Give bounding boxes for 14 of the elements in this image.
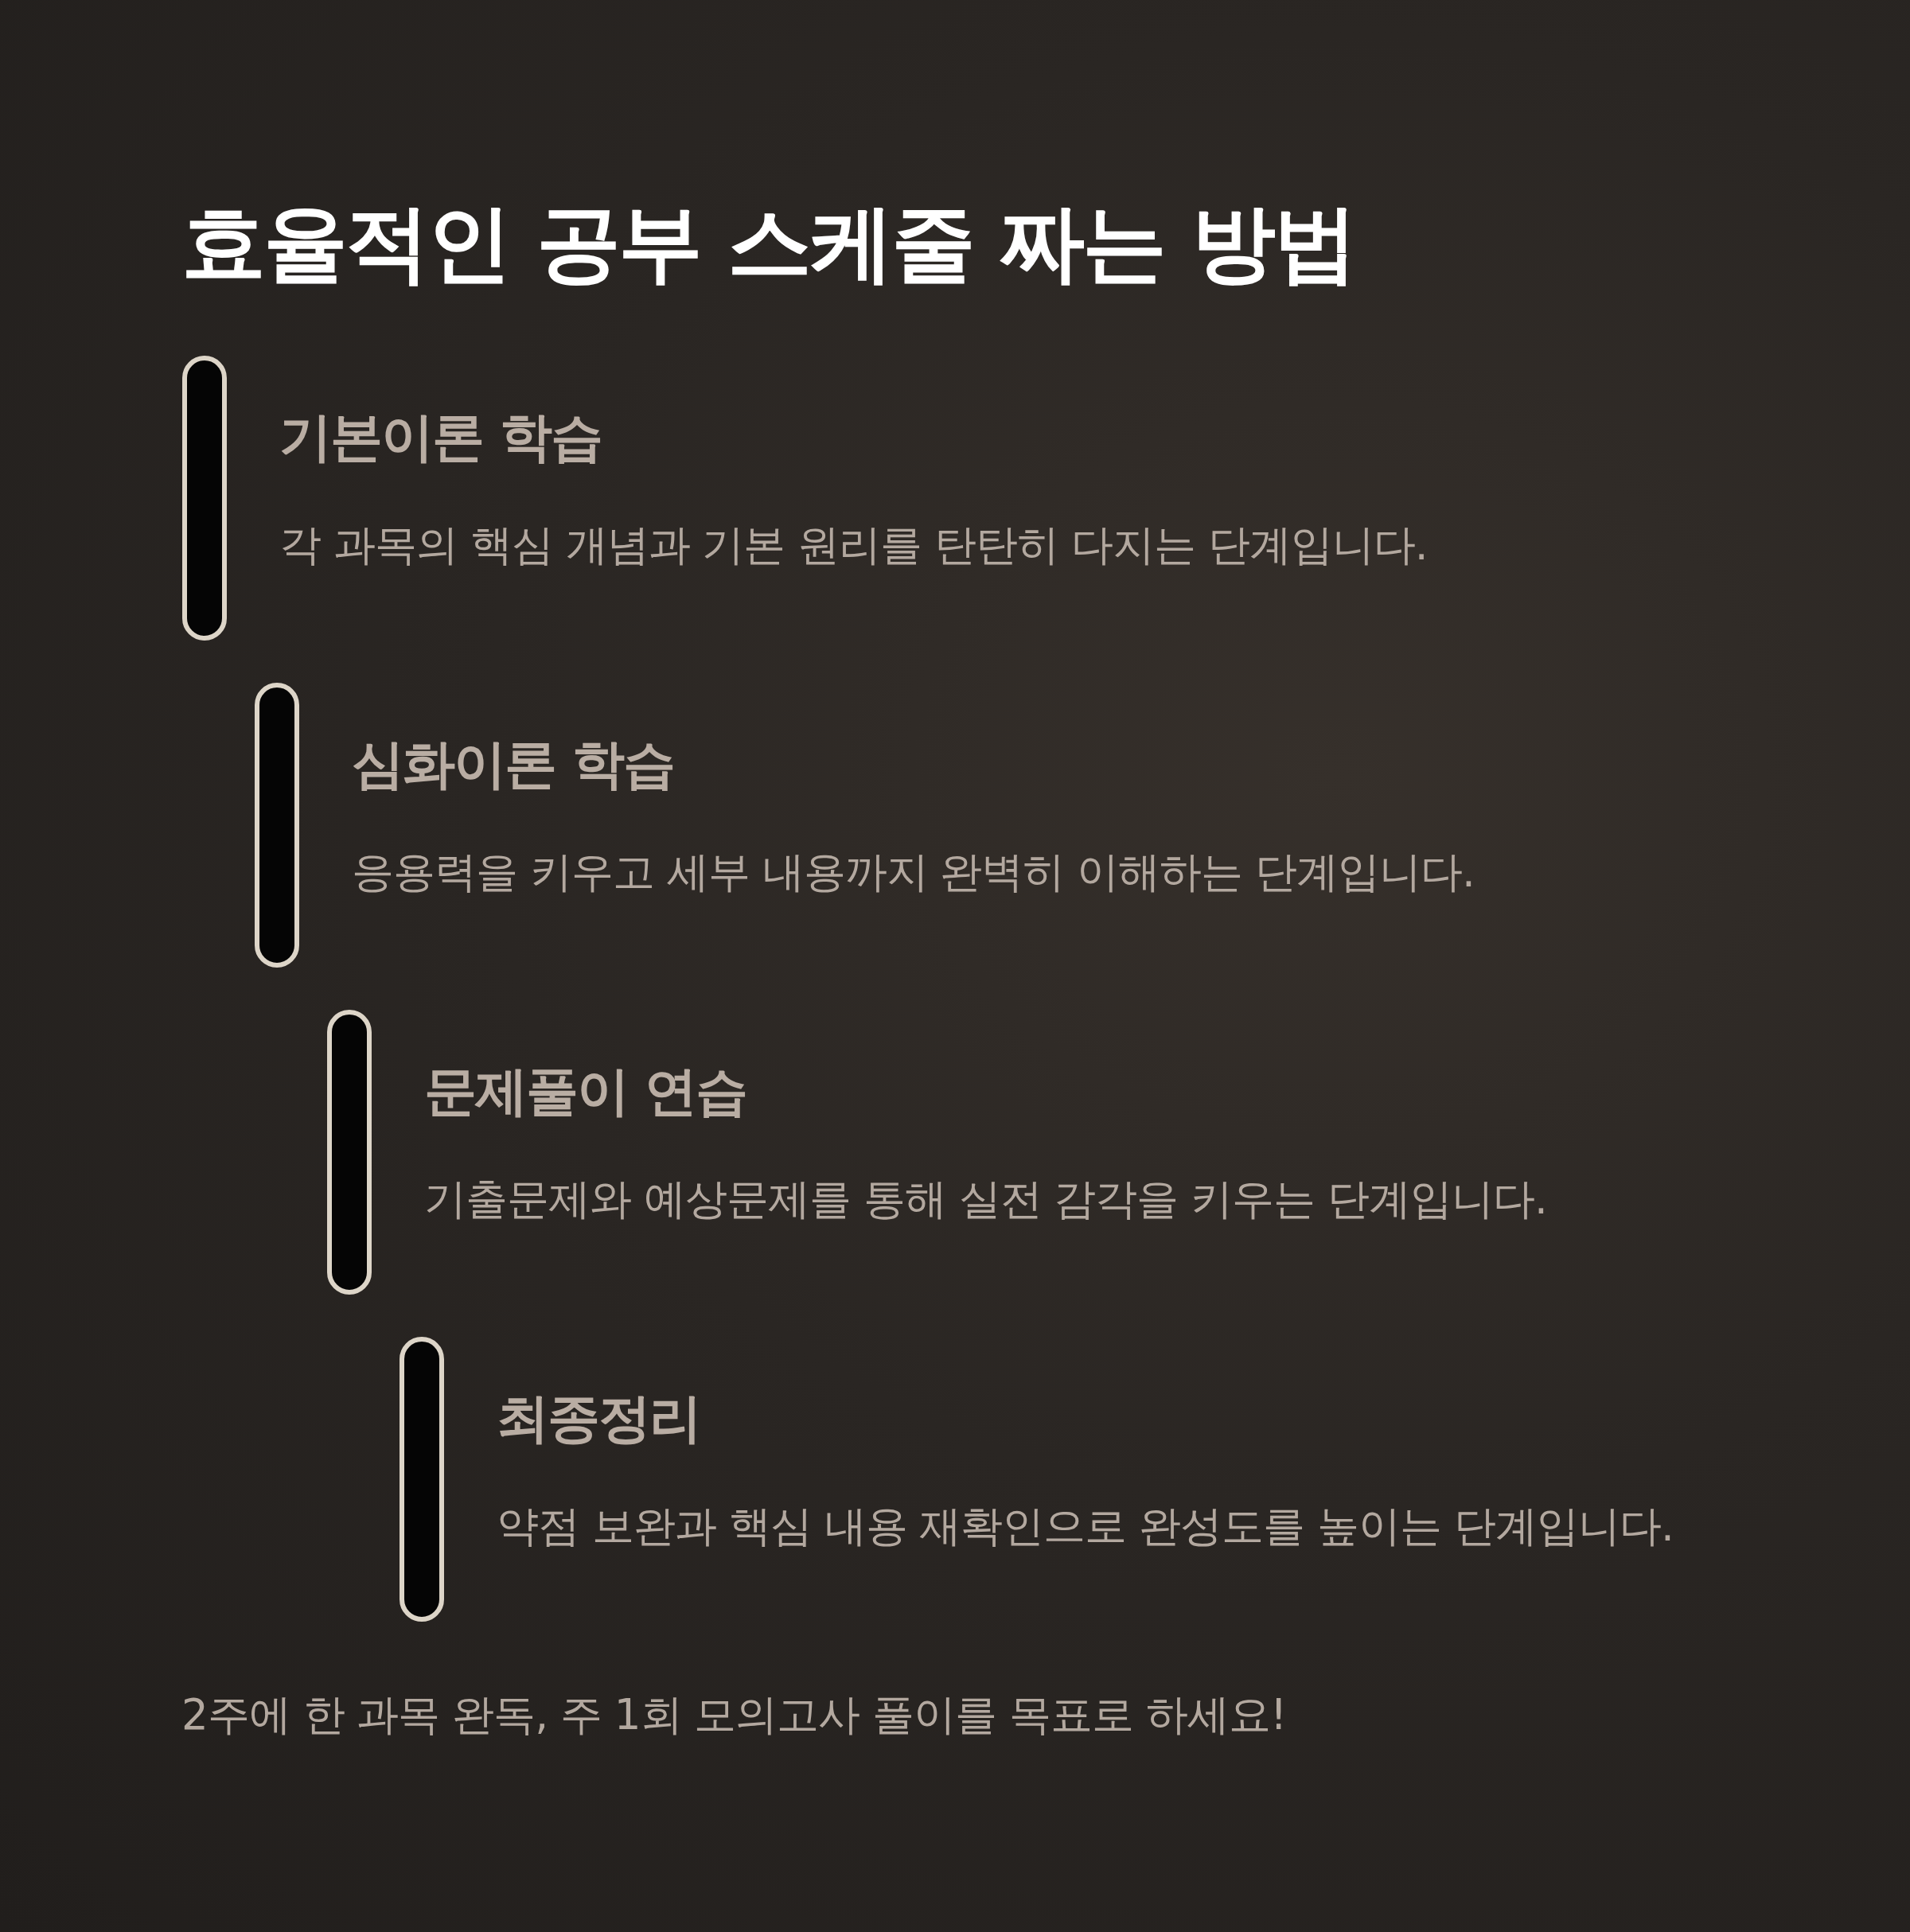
step-marker-bar bbox=[400, 1337, 444, 1622]
step-heading: 문제풀이 연습 bbox=[424, 1060, 746, 1124]
step-marker-bar bbox=[255, 683, 299, 968]
step-heading: 심화이론 학습 bbox=[352, 733, 674, 797]
title: 효율적인 공부 스케줄 짜는 방법 bbox=[181, 193, 1355, 294]
footer-note: 2주에 한 과목 완독, 주 1회 모의고사 풀이를 목표로 하세요! bbox=[181, 1689, 1287, 1740]
step-marker-bar bbox=[327, 1010, 372, 1295]
step-description: 약점 보완과 핵심 내용 재확인으로 완성도를 높이는 단계입니다. bbox=[497, 1501, 1674, 1552]
step-heading: 기본이론 학습 bbox=[279, 406, 602, 469]
step-description: 기출문제와 예상문제를 통해 실전 감각을 키우는 단계입니다. bbox=[424, 1174, 1547, 1225]
step-heading: 최종정리 bbox=[497, 1387, 700, 1451]
step-description: 응용력을 키우고 세부 내용까지 완벽히 이해하는 단계입니다. bbox=[352, 847, 1475, 898]
step-description: 각 과목의 핵심 개념과 기본 원리를 탄탄히 다지는 단계입니다. bbox=[279, 520, 1428, 571]
step-marker-bar bbox=[182, 356, 227, 641]
